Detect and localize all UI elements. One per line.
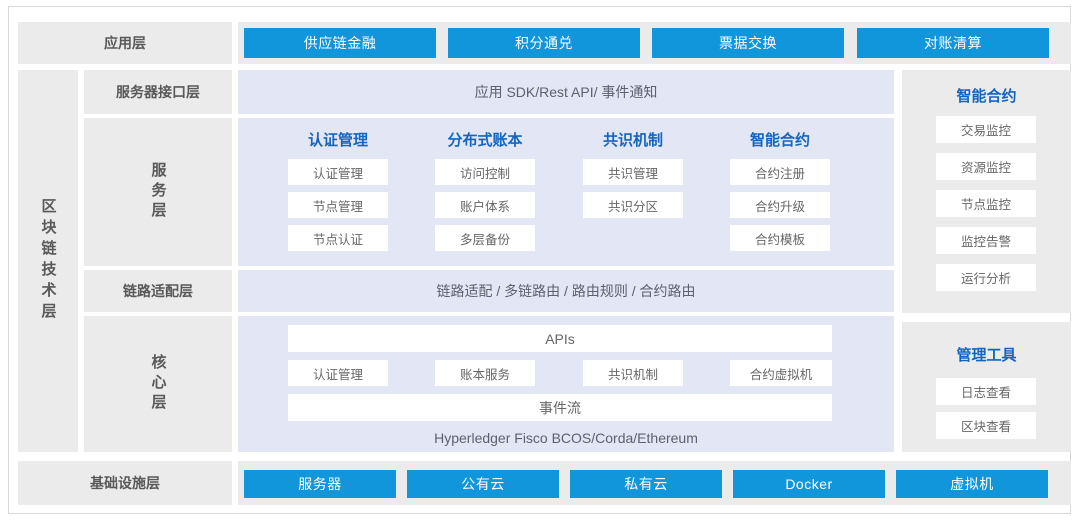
management-tools-item-0[interactable]: 日志查看 <box>936 378 1036 405</box>
core-module-0[interactable]: 认证管理 <box>288 360 388 386</box>
core-layer-label: 核心层 <box>149 354 167 414</box>
service-chip-3-1[interactable]: 合约升级 <box>730 192 830 218</box>
core-platform-text: Hyperledger Fisco BCOS/Corda/Ethereum <box>434 430 698 446</box>
infrastructure-layer-label: 基础设施层 <box>18 461 232 505</box>
service-col-head-3: 智能合约 <box>749 131 810 149</box>
server-interface-layer-label: 服务器接口层 <box>84 70 232 114</box>
link-adaptation-layer-label: 链路适配层 <box>84 270 232 312</box>
app-item-2[interactable]: 票据交换 <box>652 28 844 58</box>
service-chip-0-1[interactable]: 节点管理 <box>288 192 388 218</box>
application-layer-label: 应用层 <box>18 22 232 64</box>
smart-contract-item-3[interactable]: 监控告警 <box>936 227 1036 254</box>
management-tools-panel-title: 管理工具 <box>956 346 1017 364</box>
infra-item-1[interactable]: 公有云 <box>407 470 559 498</box>
service-chip-2-0[interactable]: 共识管理 <box>583 159 683 185</box>
app-item-1[interactable]: 积分通兑 <box>448 28 640 58</box>
server-interface-layer-content: 应用 SDK/Rest API/ 事件通知 <box>474 84 658 100</box>
service-col-head-1: 分布式账本 <box>447 131 523 149</box>
management-tools-item-1[interactable]: 区块查看 <box>936 412 1036 439</box>
service-col-head-0: 认证管理 <box>307 131 368 149</box>
core-layer-label-box: 核心层 <box>84 316 232 452</box>
smart-contract-panel-title: 智能合约 <box>956 87 1017 105</box>
service-chip-3-2[interactable]: 合约模板 <box>730 225 830 251</box>
core-apis-bar[interactable]: APIs <box>288 325 832 352</box>
smart-contract-item-2[interactable]: 节点监控 <box>936 190 1036 217</box>
service-chip-0-2[interactable]: 节点认证 <box>288 225 388 251</box>
infra-item-2[interactable]: 私有云 <box>570 470 722 498</box>
smart-contract-item-4[interactable]: 运行分析 <box>936 264 1036 291</box>
server-interface-layer-panel: 应用 SDK/Rest API/ 事件通知 <box>238 70 894 114</box>
infra-item-4[interactable]: 虚拟机 <box>896 470 1048 498</box>
service-chip-0-0[interactable]: 认证管理 <box>288 159 388 185</box>
core-module-1[interactable]: 账本服务 <box>435 360 535 386</box>
service-chip-2-1[interactable]: 共识分区 <box>583 192 683 218</box>
service-chip-1-0[interactable]: 访问控制 <box>435 159 535 185</box>
smart-contract-item-1[interactable]: 资源监控 <box>936 153 1036 180</box>
infra-item-0[interactable]: 服务器 <box>244 470 396 498</box>
link-adaptation-layer-content: 链路适配 / 多链路由 / 路由规则 / 合约路由 <box>436 283 696 299</box>
service-col-head-2: 共识机制 <box>602 131 663 149</box>
blockchain-tech-layer-column: 区块链技术层 <box>18 70 78 452</box>
service-layer-label-box: 服务层 <box>84 118 232 266</box>
service-chip-1-1[interactable]: 账户体系 <box>435 192 535 218</box>
core-module-3[interactable]: 合约虚拟机 <box>730 360 832 386</box>
link-adaptation-layer-panel: 链路适配 / 多链路由 / 路由规则 / 合约路由 <box>238 270 894 312</box>
app-item-3[interactable]: 对账清算 <box>857 28 1049 58</box>
app-item-0[interactable]: 供应链金融 <box>244 28 436 58</box>
smart-contract-item-0[interactable]: 交易监控 <box>936 116 1036 143</box>
service-layer-label: 服务层 <box>149 162 167 222</box>
service-chip-3-0[interactable]: 合约注册 <box>730 159 830 185</box>
infra-item-3[interactable]: Docker <box>733 470 885 498</box>
core-event-bar[interactable]: 事件流 <box>288 394 832 421</box>
service-chip-1-2[interactable]: 多层备份 <box>435 225 535 251</box>
core-module-2[interactable]: 共识机制 <box>583 360 683 386</box>
blockchain-tech-layer-title: 区块链技术层 <box>39 198 57 324</box>
